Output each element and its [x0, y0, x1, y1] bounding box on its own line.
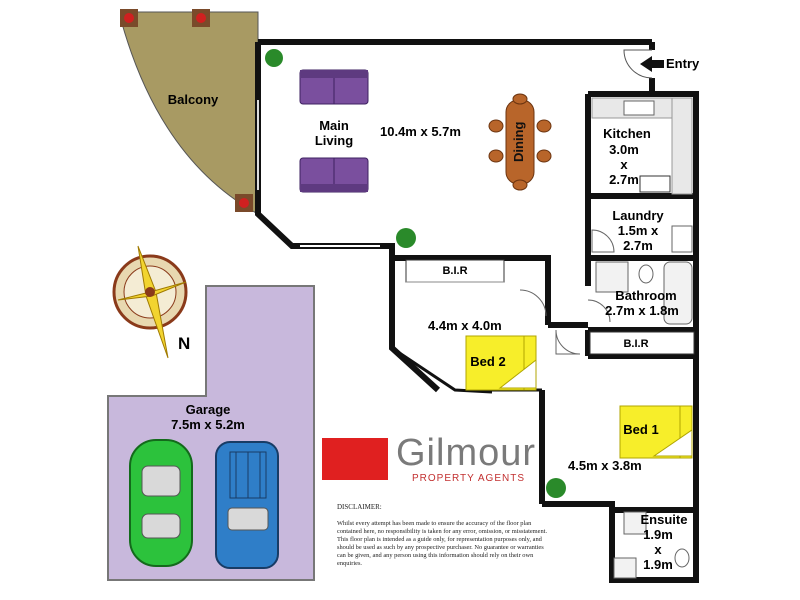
sofa-icon: [299, 157, 369, 193]
laundry-label: Laundry: [612, 208, 664, 223]
plant-icon: [265, 49, 566, 498]
dining-table-icon: [488, 93, 552, 191]
bathroom-dimensions: 2.7m x 1.8m: [605, 303, 679, 318]
sink-icon: [623, 100, 655, 116]
dining-label: Dining: [511, 121, 526, 162]
bathroom-door: [587, 299, 611, 323]
plant-icon: [120, 9, 138, 27]
disclaimer-title: DISCLAIMER:: [337, 503, 382, 511]
vanity-icon: [613, 557, 637, 579]
bed-icon: [619, 405, 693, 459]
bed2-door: [519, 289, 547, 317]
car-icon: [129, 439, 193, 567]
ensuite-label: Ensuite: [640, 512, 688, 527]
garage-label: Garage: [185, 402, 231, 417]
brand-name: Gilmour: [396, 432, 537, 474]
bed2-dimensions: 4.4m x 4.0m: [428, 318, 502, 333]
bed2-label: Bed 2: [470, 354, 506, 369]
bathroom-label: Bathroom: [615, 288, 677, 303]
disclaimer-text: Whilst every attempt has been made to en…: [337, 520, 548, 567]
brand-logo: Gilmour PROPERTY AGENTS: [322, 432, 542, 484]
shower-icon: [595, 261, 629, 293]
laundry-dimensions: 1.5m x 2.7m: [617, 223, 659, 253]
toilet-icon: [674, 548, 690, 568]
bed1-dimensions: 4.5m x 3.8m: [568, 458, 642, 473]
plant-icon: [192, 9, 210, 27]
garage-dimensions: 7.5m x 5.2m: [171, 417, 245, 432]
entry-label: Entry: [666, 56, 700, 71]
sofa-icon: [299, 69, 369, 105]
compass-icon: [112, 245, 188, 359]
bed2-bir-label: B.I.R: [442, 265, 468, 277]
north-label: N: [178, 334, 191, 353]
bed-icon: [465, 335, 537, 391]
ensuite-dimensions: 1.9m x 1.9m: [643, 527, 673, 572]
stove-icon: [639, 175, 671, 193]
bed1-label: Bed 1: [623, 422, 659, 437]
entry-door: [623, 49, 653, 79]
main-living-label: Main Living: [314, 118, 354, 148]
kitchen-label: Kitchen: [603, 126, 651, 141]
plant-icon: [235, 194, 253, 212]
entry-arrow-icon: [640, 56, 664, 72]
kitchen-dimensions: 3.0m x 2.7m: [609, 142, 639, 187]
kitchen-bench: [671, 97, 693, 195]
bed1-bir-label: B.I.R: [623, 338, 649, 350]
bed1-bir: [589, 331, 695, 355]
bed1-door: [555, 329, 581, 355]
brand-subtitle: PROPERTY AGENTS: [412, 473, 525, 484]
laundry-tub-icon: [671, 225, 693, 253]
main-living-dimensions: 10.4m x 5.7m: [380, 124, 461, 139]
bathtub-icon: [663, 261, 693, 325]
balcony-label: Balcony: [167, 92, 219, 107]
brand-red-block: [322, 438, 388, 480]
laundry-door: [591, 229, 615, 253]
toilet-icon: [638, 264, 654, 284]
shower-icon: [623, 511, 647, 535]
bed2-window-wall: [391, 346, 493, 394]
balcony-floor: [120, 11, 259, 215]
car-icon: [215, 441, 279, 569]
